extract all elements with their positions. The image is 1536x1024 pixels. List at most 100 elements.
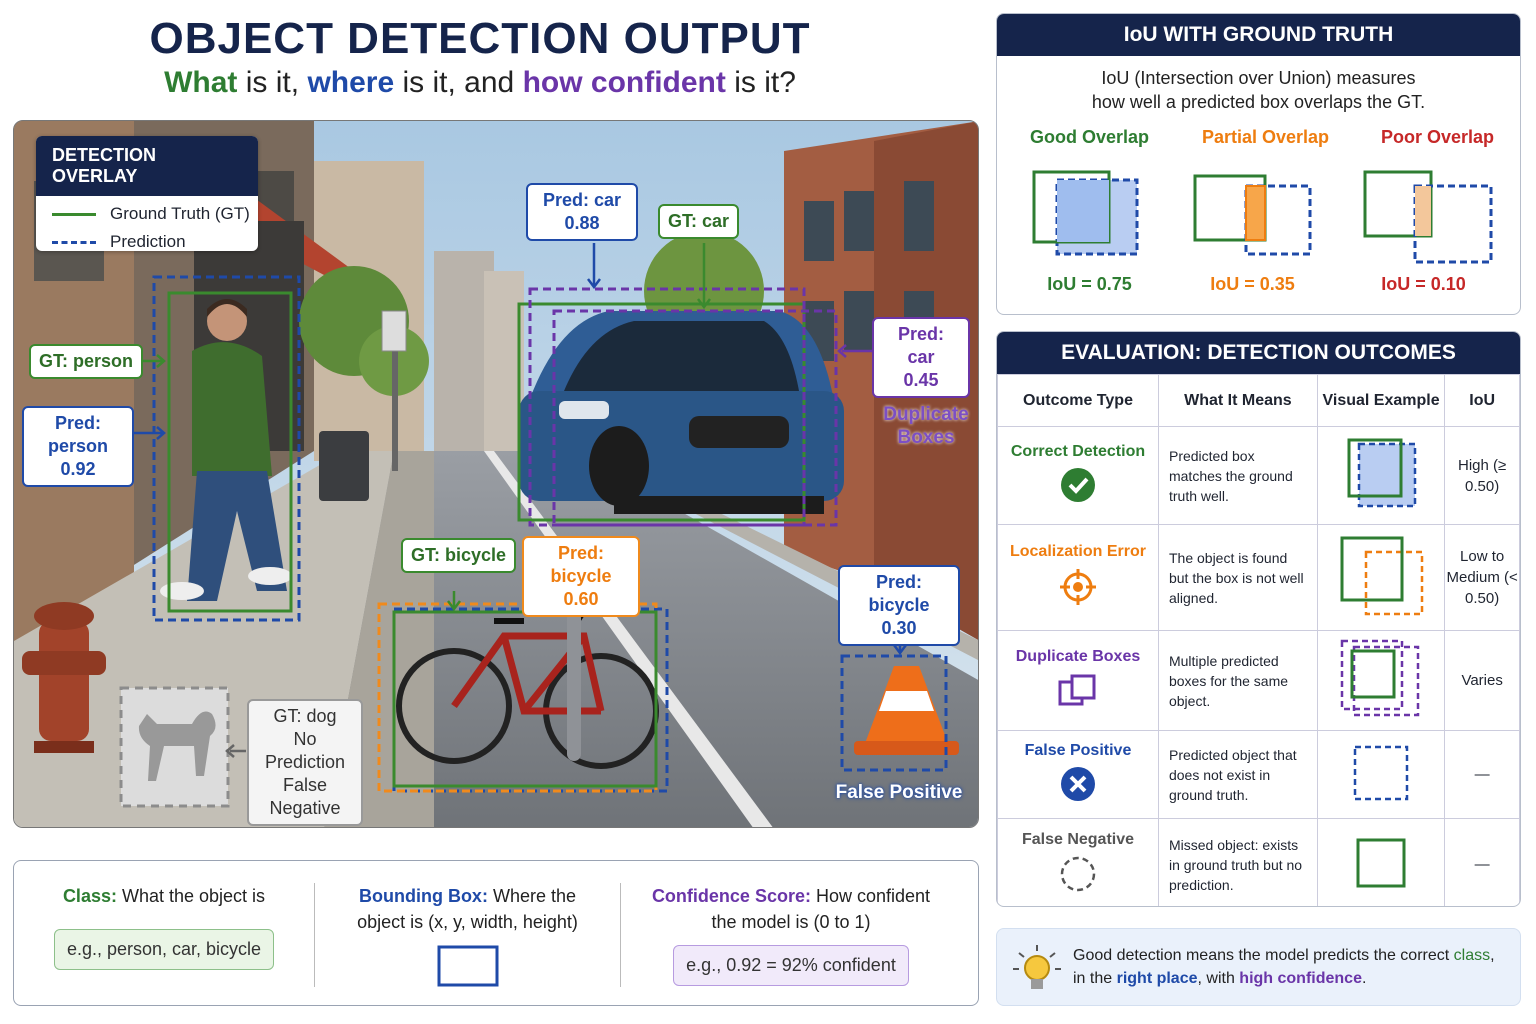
false-positive-example bbox=[1353, 745, 1409, 801]
legend-pred-label: Prediction bbox=[110, 232, 186, 251]
car-figure bbox=[519, 311, 844, 514]
column-header: Outcome Type bbox=[997, 374, 1159, 427]
iou-overlap-diagrams bbox=[1032, 170, 1493, 264]
table-row: Duplicate Boxes Multiple predicted boxes… bbox=[997, 630, 1520, 731]
detection-overlay-legend: DETECTION OVERLAY Ground Truth (GT) Pred… bbox=[36, 136, 258, 251]
bbox-title: Bounding Box: bbox=[358, 886, 488, 906]
visual-example-cell bbox=[1316, 426, 1446, 525]
subtitle-where: where bbox=[307, 66, 395, 99]
iou-cell: High (≥ 0.50) bbox=[1444, 426, 1520, 525]
bounding-box-icon bbox=[437, 945, 498, 987]
outcome-cell: Duplicate Boxes bbox=[997, 630, 1159, 731]
page-subtitle: What is it, where is it, and how confide… bbox=[0, 66, 960, 100]
traffic-cone bbox=[854, 666, 959, 755]
meaning-cell: Predicted object that does not exist in … bbox=[1157, 730, 1318, 819]
poor-overlap-label: Poor Overlap bbox=[1380, 127, 1495, 147]
visual-example-cell bbox=[1316, 818, 1446, 906]
target-icon bbox=[1059, 569, 1096, 605]
pred-person-box bbox=[152, 275, 301, 622]
pred-person-confidence: 0.92 bbox=[60, 459, 96, 479]
pred-car-confidence: 0.88 bbox=[564, 213, 600, 233]
good-overlap-iou: IoU = 0.75 bbox=[1047, 274, 1132, 294]
legend-pred: Prediction bbox=[52, 232, 258, 252]
label-gt-person: GT: person bbox=[29, 344, 144, 379]
meaning-cell: Missed object: exists in ground truth bu… bbox=[1157, 818, 1318, 906]
dashed-circle-icon bbox=[1060, 856, 1096, 892]
subtitle-text-2: is it, and bbox=[394, 66, 523, 99]
false-positive-tag: False Positive bbox=[835, 782, 963, 803]
legend-gt: Ground Truth (GT) bbox=[52, 204, 258, 224]
tip-part-2: , bbox=[1490, 947, 1495, 964]
confidence-example: e.g., 0.92 = 92% confident bbox=[673, 945, 909, 986]
partial-overlap-label: Partial Overlap bbox=[1201, 127, 1330, 147]
confidence-title: Confidence Score: bbox=[651, 886, 811, 906]
gt-dog-text: GT: dog bbox=[273, 706, 337, 726]
bbox-definition: Bounding Box: Where the object is (x, y, … bbox=[315, 861, 620, 1007]
subtitle-text-1: is it, bbox=[237, 66, 308, 99]
table-row: Correct Detection Predicted box matches … bbox=[997, 426, 1520, 525]
table-row: False Positive Predicted object that doe… bbox=[997, 730, 1520, 819]
table-row: Localization Error The object is found b… bbox=[997, 524, 1520, 631]
label-gt-car: GT: car bbox=[658, 204, 740, 239]
column-header: IoU bbox=[1444, 374, 1520, 427]
confidence-text-2: the model is (0 to 1) bbox=[711, 912, 871, 932]
subtitle-what: What bbox=[164, 66, 238, 99]
label-pred-person: Pred: person 0.92 bbox=[22, 406, 134, 487]
subtitle-text-3: is it? bbox=[725, 66, 796, 99]
poor-overlap-iou: IoU = 0.10 bbox=[1381, 274, 1466, 294]
column-header: What It Means bbox=[1157, 374, 1318, 427]
gt-person-box bbox=[167, 291, 293, 613]
tip-class: class bbox=[1453, 947, 1491, 964]
duplicate-text-2: Boxes bbox=[897, 427, 955, 448]
pred-car-box-2 bbox=[552, 309, 838, 527]
class-title: Class: bbox=[62, 886, 117, 906]
tip-part-4: , with bbox=[1197, 970, 1240, 987]
false-negative-example bbox=[1356, 838, 1406, 888]
tip-part-1: Good detection means the model predicts … bbox=[1073, 947, 1454, 964]
no-prediction-text: No Prediction bbox=[264, 729, 346, 772]
pred-person-text: Pred: person bbox=[47, 413, 108, 456]
tip-right-place: right place bbox=[1116, 970, 1198, 987]
false-negative-text: False Negative bbox=[269, 775, 341, 818]
check-icon bbox=[1060, 468, 1095, 502]
iou-desc-line-2: how well a predicted box overlaps the GT… bbox=[1091, 92, 1426, 112]
class-text: What the object is bbox=[121, 886, 266, 906]
solid-line-icon bbox=[52, 212, 96, 216]
pred-bicycle2-confidence: 0.30 bbox=[881, 618, 917, 638]
visual-example-cell bbox=[1316, 630, 1446, 731]
duplicate-boxes-example bbox=[1340, 639, 1420, 717]
evaluation-table: Outcome Type What It Means Visual Exampl… bbox=[997, 374, 1520, 906]
page-title: OBJECT DETECTION OUTPUT bbox=[149, 14, 811, 63]
subtitle-how-confident: how confident bbox=[522, 66, 726, 99]
outcome-cell: Localization Error bbox=[997, 524, 1159, 631]
legend-title: DETECTION OVERLAY bbox=[36, 136, 258, 196]
lightbulb-icon bbox=[1013, 945, 1061, 989]
confidence-example-wrap: e.g., 0.92 = 92% confident bbox=[621, 945, 961, 986]
class-example-wrap: e.g., person, car, bicycle bbox=[14, 929, 314, 970]
table-row: False Negative Missed object: exists in … bbox=[997, 818, 1520, 906]
outcome-false-negative: False Negative bbox=[1021, 831, 1135, 848]
label-gt-bicycle: GT: bicycle bbox=[401, 538, 517, 573]
outcome-duplicate-boxes: Duplicate Boxes bbox=[1015, 648, 1141, 665]
divider bbox=[314, 883, 315, 987]
pred-car-box-1 bbox=[528, 287, 806, 527]
bbox-text-2: object is (x, y, width, height) bbox=[357, 912, 578, 932]
visual-example-cell bbox=[1316, 730, 1446, 819]
pred-cone-box bbox=[840, 654, 948, 772]
good-overlap-label: Good Overlap bbox=[1029, 127, 1150, 147]
fire-hydrant bbox=[22, 602, 106, 753]
pred-car2-text: Pred: car bbox=[897, 324, 944, 367]
tip-part-3: in the bbox=[1073, 970, 1117, 987]
iou-panel: IoU WITH GROUND TRUTH IoU (Intersection … bbox=[996, 13, 1521, 315]
bbox-text-1: Where the bbox=[492, 886, 577, 906]
iou-cell: — bbox=[1444, 818, 1520, 906]
outcome-cell: False Negative bbox=[997, 818, 1159, 906]
outcome-cell: False Positive bbox=[997, 730, 1159, 819]
pred-bicycle-confidence: 0.60 bbox=[563, 589, 599, 609]
bbox-heading: Bounding Box: Where the object is (x, y, … bbox=[315, 883, 620, 935]
person-figure bbox=[160, 299, 292, 601]
